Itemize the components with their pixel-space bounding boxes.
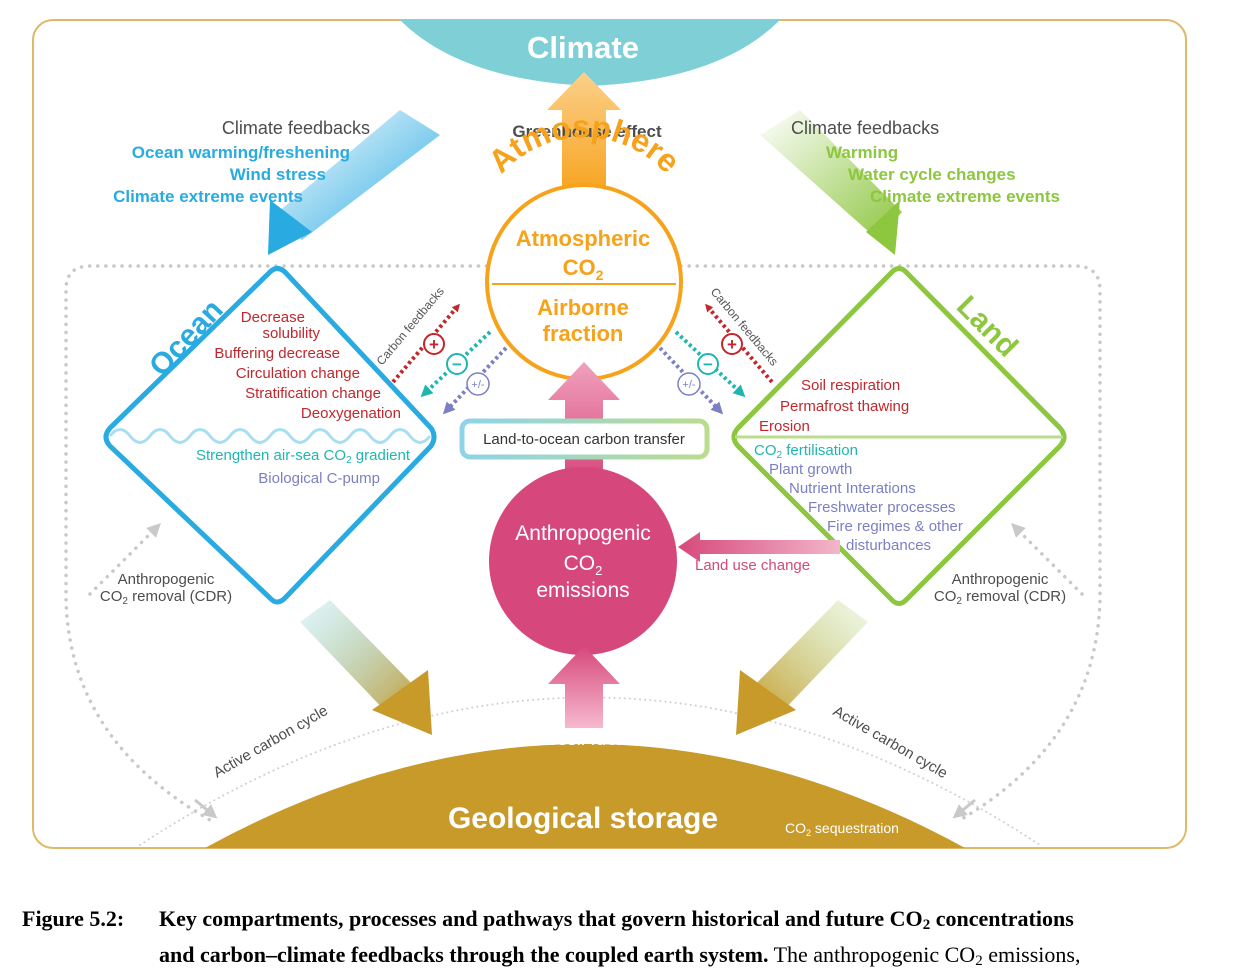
ocean-feedback-heading: Climate feedbacks [222, 118, 370, 138]
fossil-fuels-arrow [548, 646, 620, 728]
carbon-feedbacks-label-left: Carbon feedbacks [374, 284, 447, 368]
land-use-change-arrow [678, 532, 840, 562]
caption-bold: Key compartments, processes and pathways… [159, 906, 1074, 933]
plus-minus-symbol: +/- [682, 379, 695, 391]
transfer-box [459, 418, 710, 460]
ocean-feedback-item: Climate extreme events [113, 187, 303, 206]
caption-line-1: Figure 5.2: Key compartments, processes a… [22, 904, 1232, 940]
active-cycle-left-arrow [194, 798, 218, 819]
carbon-feedbacks-label-right: Carbon feedbacks [708, 285, 781, 369]
ocean-climate-feedback-arrow [268, 110, 440, 255]
plus-minus-icon [466, 372, 490, 396]
fossil-fuels-label: Fossil fuels [535, 729, 630, 750]
greenhouse-arrow [547, 72, 621, 198]
land-feedback-item: Climate extreme events [870, 187, 1060, 206]
plus-icon [423, 333, 445, 355]
active-cycle-right-arrow [952, 798, 976, 819]
land-feedback-item: Water cycle changes [848, 165, 1016, 184]
greenhouse-label: Greenhouse effect [512, 122, 662, 141]
geological-storage-title: Geological storage [448, 802, 718, 835]
emissions-circle [489, 467, 677, 655]
ocean-process: Buffering decrease [214, 345, 340, 362]
land-process: Fire regimes & other [827, 518, 963, 535]
plus-minus-icon [677, 372, 701, 396]
plus-icon [721, 333, 743, 355]
emissions-label: Anthropogenic [515, 522, 650, 545]
cdr-left-formula: CO2 removal (CDR) [100, 588, 232, 607]
ocean-to-geology-arrow [300, 600, 432, 735]
plus-symbol: + [429, 335, 439, 354]
plus-minus-symbol: +/- [471, 379, 484, 391]
ocean-process: Stratification change [245, 385, 381, 402]
minus-icon [446, 353, 468, 375]
geological-storage-mound [205, 744, 965, 848]
ocean-gradient-process: Strengthen air-sea CO2 gradient [196, 447, 411, 466]
dotted-boundary [64, 264, 1102, 822]
atmosphere-circle [485, 183, 683, 381]
climate-bowl [400, 20, 780, 86]
ocean-process: solubility [262, 325, 320, 342]
ocean-process: Circulation change [236, 365, 360, 382]
land-process: Erosion [759, 418, 810, 435]
cdr-left-arrow [88, 523, 161, 596]
land-process: Plant growth [769, 461, 852, 478]
active-cycle-right-label: Active carbon cycle [830, 703, 950, 782]
cdr-right-label: Anthropogenic [952, 571, 1049, 588]
figure-number: Figure 5.2: [22, 906, 125, 931]
caption-text: The anthropogenic CO2 emissions, [768, 942, 1081, 969]
ocean-process: Decrease [241, 309, 305, 326]
land-feedback-item: Warming [826, 143, 898, 162]
land-to-geology-arrow [736, 600, 868, 735]
atmospheric-co2-formula: CO2 [563, 255, 604, 283]
active-cycle-left-label: Active carbon cycle [211, 702, 331, 781]
land-fertilisation-process: CO2 fertilisation [754, 442, 858, 461]
transfer-label: Land-to-ocean carbon transfer [483, 431, 685, 448]
land-climate-feedback-arrow [760, 110, 902, 255]
atmospheric-co2-label: Atmospheric [516, 226, 650, 251]
minus-icon [697, 353, 719, 375]
ocean-process: Deoxygenation [301, 405, 401, 422]
cdr-right-arrow [1011, 523, 1084, 596]
land-process: Permafrost thawing [780, 398, 909, 415]
ocean-feedback-item: Ocean warming/freshening [132, 143, 350, 162]
ocean-feedback-item: Wind stress [230, 165, 326, 184]
minus-symbol: − [452, 355, 462, 374]
land-process: Nutrient Interations [789, 480, 916, 497]
airborne-fraction-label: Airborne [537, 295, 629, 320]
co2-sequestration-label: CO2 sequestration [785, 820, 899, 838]
minus-symbol: − [703, 355, 713, 374]
land-process: Soil respiration [801, 377, 900, 394]
ocean-pump-process: Biological C-pump [258, 470, 380, 487]
cdr-left-label: Anthropogenic [118, 571, 215, 588]
land-use-change-label: Land use change [695, 557, 810, 574]
caption-line-2: and carbon–climate feedbacks through the… [22, 940, 1232, 976]
plus-symbol: + [727, 335, 737, 354]
ocean-wave [108, 428, 432, 444]
land-feedback-heading: Climate feedbacks [791, 118, 939, 138]
caption-bold: and carbon–climate feedbacks through the… [159, 942, 769, 967]
emissions-label: emissions [536, 579, 629, 602]
land-process: disturbances [846, 537, 931, 554]
airborne-fraction-label: fraction [543, 321, 624, 346]
land-process: Freshwater processes [808, 499, 956, 516]
climate-title: Climate [527, 30, 639, 65]
emissions-formula: CO2 [564, 552, 603, 578]
figure-caption: Figure 5.2: Key compartments, processes a… [22, 904, 1232, 976]
cdr-right-formula: CO2 removal (CDR) [934, 588, 1066, 607]
